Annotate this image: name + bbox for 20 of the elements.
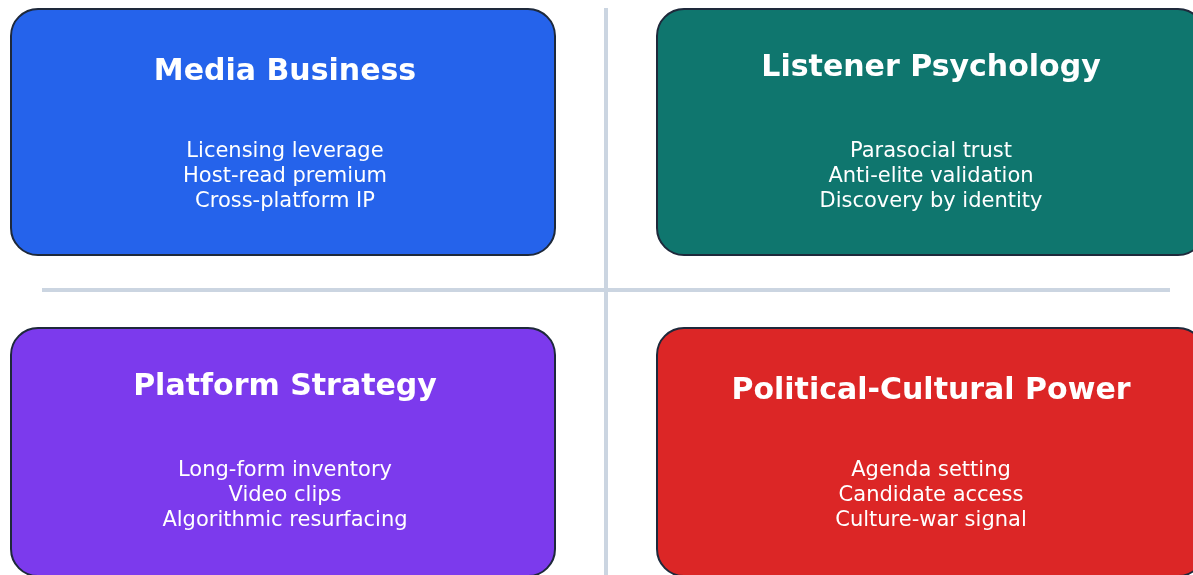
list-item: Parasocial trust	[850, 138, 1012, 163]
list-item: Host-read premium	[183, 163, 387, 188]
category-card	[656, 327, 1193, 575]
list-item: Candidate access	[838, 482, 1024, 507]
category-card	[10, 8, 556, 256]
list-item: Agenda setting	[851, 457, 1011, 482]
card-heading: Media Business	[153, 52, 417, 88]
list-item: Video clips	[228, 482, 342, 507]
card-heading: Political-Cultural Power	[731, 371, 1131, 407]
card-heading: Listener Psychology	[761, 48, 1101, 84]
list-item: Culture-war signal	[835, 507, 1027, 532]
list-item: Algorithmic resurfacing	[162, 507, 408, 532]
category-card	[656, 8, 1193, 256]
list-item: Cross-platform IP	[195, 188, 375, 213]
card-heading: Platform Strategy	[133, 367, 437, 403]
list-item: Discovery by identity	[819, 188, 1043, 213]
category-card	[10, 327, 556, 575]
list-item: Anti-elite validation	[828, 163, 1034, 188]
list-item: Licensing leverage	[186, 138, 384, 163]
list-item: Long-form inventory	[178, 457, 392, 482]
